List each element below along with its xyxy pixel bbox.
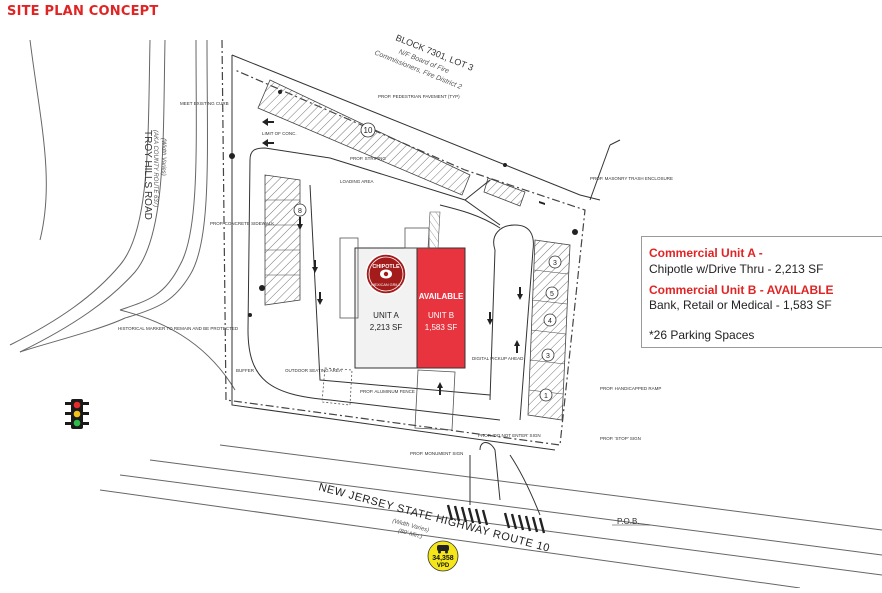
plan-note: LIMIT OF CONC. xyxy=(262,131,297,136)
plan-note: LOADING AREA xyxy=(340,179,374,184)
unit-b-sf: 1,583 SF xyxy=(425,323,458,332)
unit-b-status: AVAILABLE xyxy=(419,292,464,301)
unit-b-area xyxy=(416,247,466,369)
plan-note: PROP. STRIPING xyxy=(350,156,386,161)
right-parking-row xyxy=(527,239,571,421)
top-parking-strip xyxy=(257,79,471,196)
parking-marker: 10 xyxy=(360,122,376,138)
car-icon xyxy=(437,545,449,554)
plan-note: PROP. 'STOP' SIGN xyxy=(600,436,641,441)
plan-note: HISTORICAL MARKER TO REMAIN AND BE PROTE… xyxy=(118,326,239,331)
building: CHIPOTLE MEXICAN GRILL UNIT A 2,213 SF A… xyxy=(339,227,466,369)
troy-hills-road-sub2: (Width Varies) xyxy=(160,138,166,176)
plan-note: PROP. HANDICAPPED RAMP xyxy=(600,386,661,391)
unit-a-sf: 2,213 SF xyxy=(370,323,403,332)
troy-hills-road-sub1: (AKA COUNTY ROUTE 637) xyxy=(152,130,158,207)
entry-area xyxy=(469,442,541,516)
flow-arrows xyxy=(262,118,545,395)
chipotle-logo: CHIPOTLE MEXICAN GRILL xyxy=(365,253,407,295)
drive-thru-lane xyxy=(414,369,456,431)
plan-note: OUTDOOR SEATING AREA xyxy=(285,368,342,373)
block-label: BLOCK 7301, LOT 3 N/F Board of Fire Comm… xyxy=(373,33,474,92)
crosswalk-striping xyxy=(446,504,546,534)
plan-note: MEET EXISTING CURB xyxy=(180,101,229,106)
parking-marker: 1 xyxy=(539,388,553,402)
plan-note: PROP. MASONRY TRASH ENCLOSURE xyxy=(590,176,673,181)
page-title: SITE PLAN CONCEPT xyxy=(7,4,159,19)
svg-text:4: 4 xyxy=(548,318,552,325)
troy-hills-road-name: TROY HILLS ROAD xyxy=(142,130,153,220)
legend-unit-b-detail: Bank, Retail or Medical - 1,583 SF xyxy=(649,298,832,312)
parking-marker: 5 xyxy=(545,286,559,300)
plan-note: PROP. CONCRETE SIDEWALK xyxy=(210,221,274,226)
parking-marker: 4 xyxy=(543,313,557,327)
site-outline xyxy=(231,54,621,451)
unit-b-name: UNIT B xyxy=(428,311,454,320)
ramp-hatch xyxy=(483,177,526,207)
svg-text:3: 3 xyxy=(546,353,550,360)
parking-marker: 8 xyxy=(293,203,307,217)
plan-note: PROP. 'DO NOT ENTER' SIGN xyxy=(478,433,541,438)
legend-parking: *26 Parking Spaces xyxy=(649,328,755,342)
traffic-count-badge: 34,358 VPD xyxy=(427,540,459,572)
plan-note: PROP. ALUMINUM FENCE xyxy=(360,389,415,394)
highway-lines xyxy=(99,444,882,589)
traffic-light-icon xyxy=(65,399,89,429)
plan-note: PROP. MONUMENT SIGN xyxy=(410,451,463,456)
svg-text:8: 8 xyxy=(298,208,302,215)
unit-a-name: UNIT A xyxy=(373,311,399,320)
troy-hills-label: TROY HILLS ROAD (AKA COUNTY ROUTE 637) (… xyxy=(142,130,166,220)
svg-text:10: 10 xyxy=(364,126,373,135)
site-markers xyxy=(229,90,578,317)
svg-text:3: 3 xyxy=(553,260,557,267)
legend-unit-a-heading: Commercial Unit A - xyxy=(649,246,763,260)
traffic-count-unit: VPD xyxy=(437,563,450,569)
svg-text:5: 5 xyxy=(550,291,554,298)
property-boundary xyxy=(221,39,586,446)
left-parking-row xyxy=(264,174,301,306)
outdoor-seating-area xyxy=(321,367,353,406)
legend-panel: Commercial Unit A - Chipotle w/Drive Thr… xyxy=(641,236,882,348)
chipotle-logo-bottom-text: MEXICAN GRILL xyxy=(371,283,400,287)
parking-marker: 3 xyxy=(541,348,555,362)
chipotle-logo-top-text: CHIPOTLE xyxy=(372,264,400,270)
drive-aisles xyxy=(247,147,534,421)
parking-count-markers: 10 8 3 5 4 3 1 xyxy=(293,122,562,402)
traffic-count-value: 34,358 xyxy=(432,555,454,562)
parking-marker: 3 xyxy=(548,255,562,269)
plan-notes: PROP. PEDESTRIAN PAVEMENT (TYP) LOADING … xyxy=(118,94,673,456)
plan-note: PROP. PEDESTRIAN PAVEMENT (TYP) xyxy=(378,94,460,99)
legend-unit-a-detail: Chipotle w/Drive Thru - 2,213 SF xyxy=(649,262,824,276)
plan-note: DIGITAL PICKUP AHEAD xyxy=(472,356,524,361)
troy-hills-road-lines xyxy=(9,39,236,391)
legend-unit-b-heading: Commercial Unit B - AVAILABLE xyxy=(649,283,834,297)
pob-label: P.O.B. xyxy=(617,517,640,526)
plan-note: BUFFER xyxy=(236,368,255,373)
svg-text:1: 1 xyxy=(544,393,548,400)
